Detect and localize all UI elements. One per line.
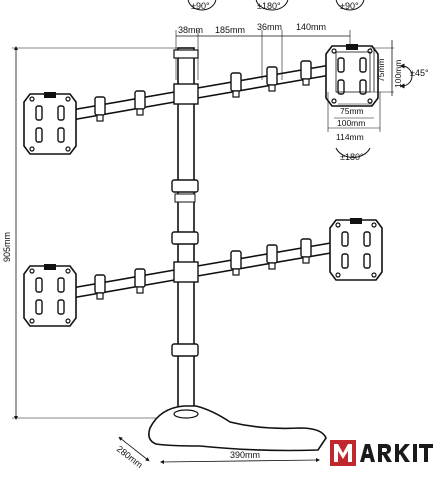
dim-base-width: 390mm [230,450,260,460]
dim-36mm: 36mm [257,22,282,32]
upper-arm-assembly [59,60,349,123]
dim-vesa-75-vertical: 75mm [376,58,386,82]
dim-vesa-100-vertical: 100mm [393,60,403,88]
dim-140mm: 140mm [296,22,326,32]
rotation-label-bottom: ±180° [340,152,364,162]
base-dimension-lines [118,436,320,464]
dim-base-depth: 280mm [115,444,145,470]
rotation-label-right: ±90° [340,1,359,11]
tilt-indicator [399,63,413,89]
height-dimension-line [12,46,182,420]
vesa-dimension-lines [327,40,394,132]
stand-base [148,405,327,452]
logo-wordmark-glyphs [360,444,433,462]
vesa-plate-lower-left [23,263,77,327]
vesa-plate-upper-left [23,91,77,155]
lower-arm-assembly [59,238,349,301]
rotation-label-left: ±90° [191,1,210,11]
dim-185mm: 185mm [215,25,245,35]
dim-vesa-75-horizontal: 75mm [340,106,364,116]
central-pole [171,47,199,419]
rotation-indicator-bottom [335,147,371,158]
logo-m-glyph [334,444,352,462]
arm-spacing-dimension [175,30,351,80]
dim-vesa-114-horizontal: 114mm [336,132,364,142]
dim-vesa-100-horizontal: 100mm [337,118,365,128]
tilt-label: ±45° [410,68,429,78]
brand-logo [330,440,434,466]
rotation-label-center: ±180° [257,1,281,11]
dim-38mm: 38mm [178,25,203,35]
rotation-indicator-top [187,0,365,11]
vesa-plate-lower-right [329,217,383,281]
dim-height: 905mm [2,232,12,262]
